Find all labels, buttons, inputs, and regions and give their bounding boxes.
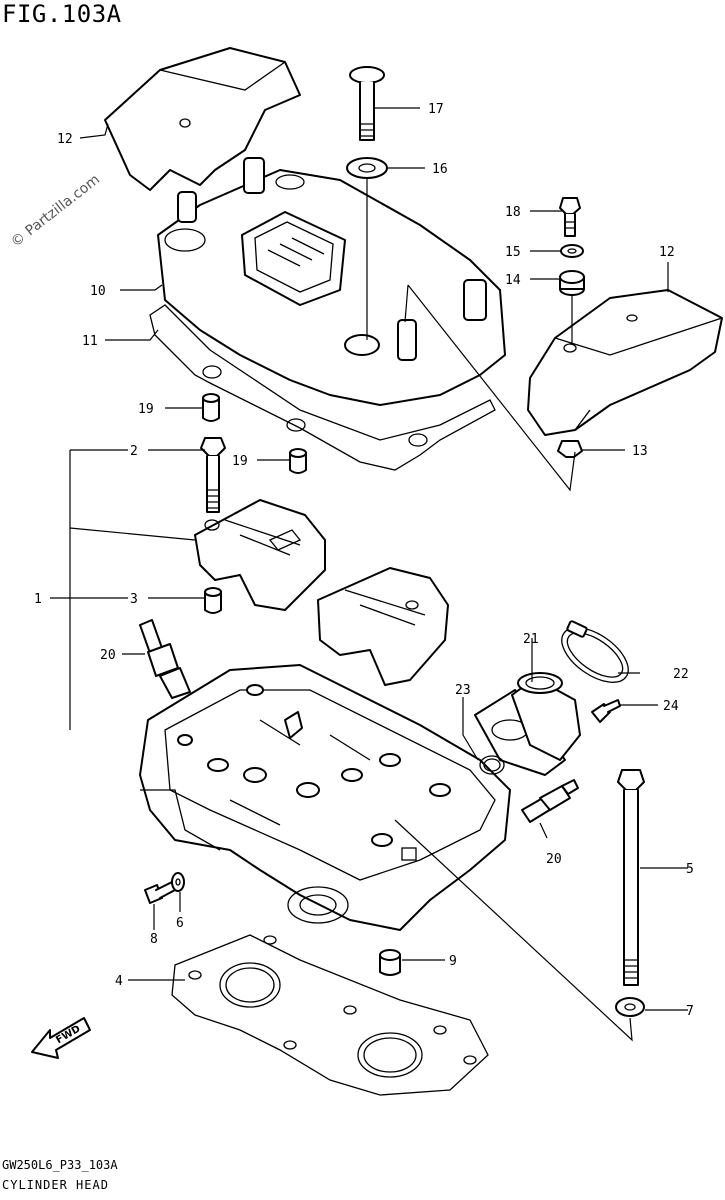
part-11-cover-gasket[interactable] [149, 304, 496, 471]
part-20-spark-plug-left[interactable] [139, 619, 191, 699]
callout-19-lower: 19 [232, 454, 248, 469]
fwd-arrow-icon: FWD [31, 1017, 91, 1059]
part-14-grommet[interactable] [559, 270, 585, 296]
part-19-dowel-upper[interactable] [202, 393, 220, 422]
part-21-intake-pipe[interactable] [474, 672, 581, 776]
part-22-clamp[interactable] [552, 617, 637, 693]
part-16-washer[interactable] [346, 157, 388, 179]
callout-5: 5 [686, 862, 694, 877]
figure-title: FIG.103A [2, 0, 122, 28]
part-12-cover-right[interactable] [527, 289, 723, 436]
callout-17: 17 [428, 102, 444, 117]
part-23-o-ring[interactable] [479, 755, 505, 775]
part-18-bolt[interactable] [559, 197, 581, 237]
part-17-bolt[interactable] [349, 66, 385, 141]
callout-21: 21 [523, 632, 539, 647]
callout-18: 18 [505, 205, 521, 220]
callout-4: 4 [115, 974, 123, 989]
callout-23: 23 [455, 683, 471, 698]
callout-20-right: 20 [546, 852, 562, 867]
part-4-head-gasket[interactable] [171, 934, 489, 1096]
callout-12-right: 12 [659, 245, 675, 260]
callout-1: 1 [34, 592, 42, 607]
callout-22: 22 [673, 667, 689, 682]
callout-15: 15 [505, 245, 521, 260]
callout-20-left: 20 [100, 648, 116, 663]
callout-10: 10 [90, 284, 106, 299]
callout-16: 16 [432, 162, 448, 177]
figure-code: GW250L6_P33_103A [2, 1158, 118, 1172]
callout-11: 11 [82, 334, 98, 349]
callout-7: 7 [686, 1004, 694, 1019]
callout-14: 14 [505, 273, 521, 288]
callout-12-left: 12 [57, 132, 73, 147]
part-2-bolt[interactable] [200, 437, 226, 513]
callout-3: 3 [130, 592, 138, 607]
callout-19-upper: 19 [138, 402, 154, 417]
part-15-washer[interactable] [560, 244, 584, 258]
camshaft-holder-right[interactable] [317, 567, 449, 686]
part-5-stud-bolt[interactable] [617, 769, 645, 986]
part-3-dowel[interactable] [204, 587, 222, 614]
leader-lines [50, 107, 688, 1042]
callout-24: 24 [663, 699, 679, 714]
part-13-nut[interactable] [557, 440, 583, 458]
part-12-cover-left[interactable] [104, 47, 301, 191]
callout-6: 6 [176, 916, 184, 931]
part-24-screw[interactable] [591, 699, 621, 723]
callout-8: 8 [150, 932, 158, 947]
callout-9: 9 [449, 954, 457, 969]
part-8-bolt[interactable] [144, 881, 176, 904]
figure-name: CYLINDER HEAD [2, 1178, 109, 1192]
part-10-head-cover[interactable] [157, 157, 506, 406]
callout-13: 13 [632, 444, 648, 459]
part-9-dowel[interactable] [379, 949, 401, 976]
part-19-dowel-lower[interactable] [289, 448, 307, 474]
part-7-washer[interactable] [615, 997, 645, 1017]
callout-2: 2 [130, 444, 138, 459]
camshaft-holder-left[interactable] [194, 499, 326, 611]
part-20-spark-plug-right[interactable] [521, 779, 579, 823]
cylinder-head[interactable] [139, 664, 511, 931]
part-6-washer[interactable] [171, 872, 185, 892]
callout-labels: 12 17 16 18 15 14 12 10 11 13 19 19 2 1 … [34, 102, 694, 1019]
